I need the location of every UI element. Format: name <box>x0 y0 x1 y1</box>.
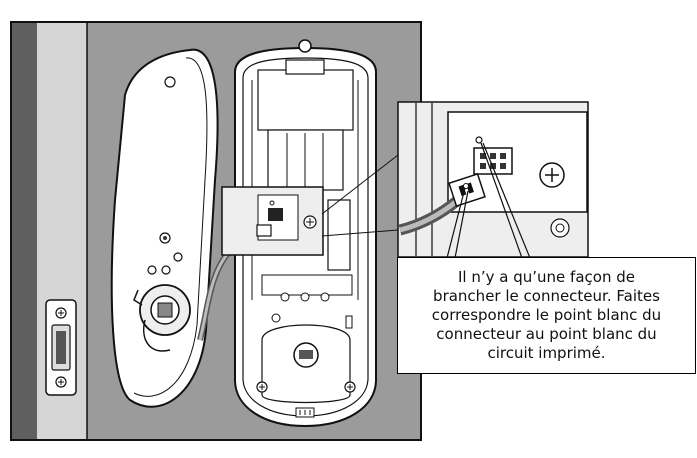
screw-icon <box>539 162 565 188</box>
white-dot-indicator <box>475 136 483 144</box>
callout-line-2: brancher le connecteur. Faites <box>433 287 660 305</box>
pcb-connector-icon <box>473 147 513 175</box>
connector-highlight-box <box>221 186 324 256</box>
callout-line-3: correspondre le point blanc du <box>431 306 662 324</box>
door-frame-edge <box>12 23 37 439</box>
callout-line-5: circuit imprimé. <box>487 344 606 362</box>
zoomed-inset <box>397 101 589 258</box>
interior-escutcheon <box>110 48 219 408</box>
small-connector-icon <box>256 224 272 237</box>
callout-line-1: Il n’y a qu’une façon de <box>458 268 635 286</box>
instruction-callout: Il n’y a qu’une façon de brancher le con… <box>397 257 696 374</box>
callout-line-4: connecteur au point blanc du <box>436 325 657 343</box>
strike-plate-icon <box>45 299 77 396</box>
